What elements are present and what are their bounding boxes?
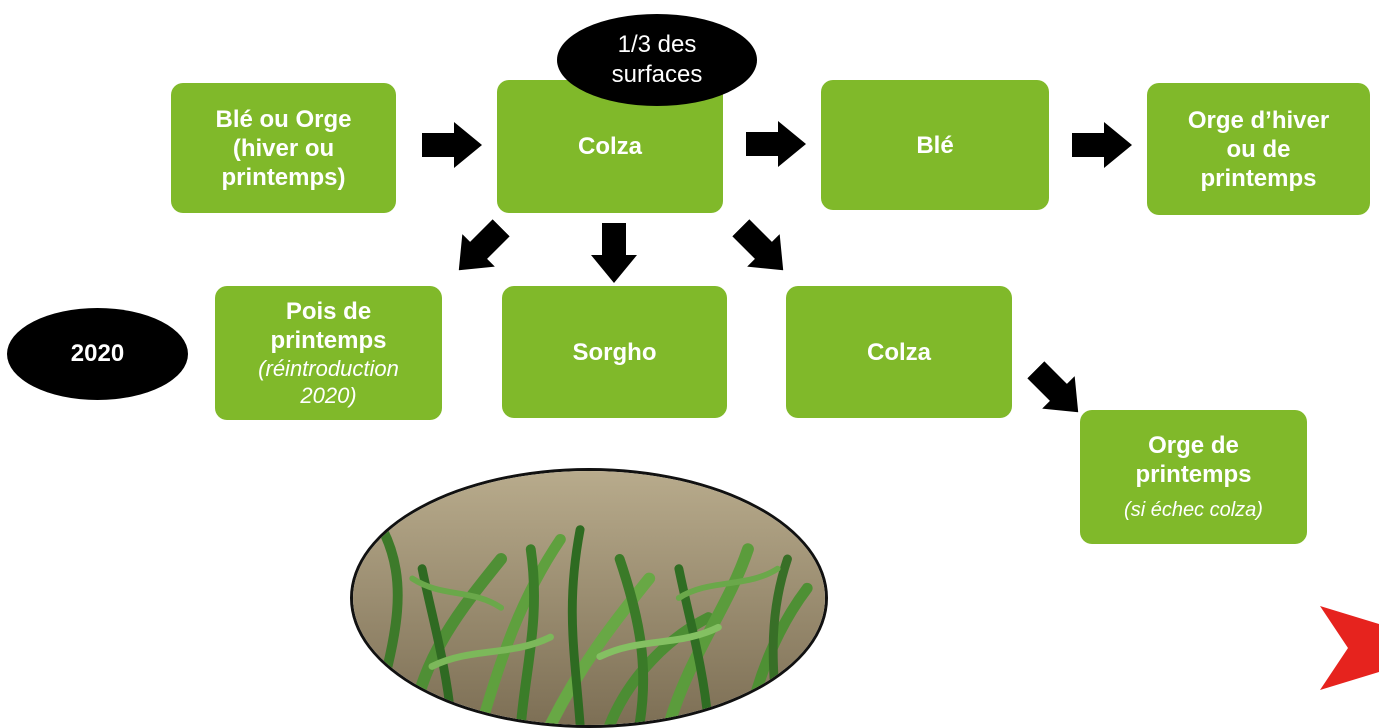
arrow-right-icon xyxy=(422,122,482,168)
ellipse-year: 2020 xyxy=(7,308,188,400)
logo-chevron-icon xyxy=(1320,606,1379,690)
box-ble-label: Blé xyxy=(916,131,954,159)
arrow-down-icon xyxy=(591,223,637,283)
box-ble-ou-orge-line2: (hiver ou xyxy=(232,134,335,162)
box-ble-ou-orge: Blé ou Orge (hiver ou printemps) xyxy=(171,83,396,213)
box-orge-hiver-line3: printemps xyxy=(1200,164,1317,192)
box-orge-de-printemps: Orge de printemps (si échec colza) xyxy=(1080,410,1307,544)
box-pois-de-printemps: Pois de printemps (réintroduction 2020) xyxy=(215,286,442,420)
ellipse-year-label: 2020 xyxy=(70,340,125,367)
crop-photo-ellipse xyxy=(350,468,828,728)
box-orge-hiver-line1: Orge d’hiver xyxy=(1187,106,1330,134)
ellipse-surfaces-line1: 1/3 des xyxy=(617,31,697,58)
box-ble: Blé xyxy=(821,80,1049,210)
box-orge-hiver-printemps: Orge d’hiver ou de printemps xyxy=(1147,83,1370,215)
box-pois-line4: 2020) xyxy=(300,383,357,408)
box-ble-ou-orge-line1: Blé ou Orge xyxy=(215,105,352,133)
box-colza-bottom-label: Colza xyxy=(866,338,931,366)
box-sorgho-label: Sorgho xyxy=(572,338,657,366)
ellipse-surfaces: 1/3 des surfaces xyxy=(557,14,757,106)
box-colza-top-label: Colza xyxy=(577,133,642,160)
arrow-down-right-icon xyxy=(1020,354,1095,429)
box-orge-printemps-line2: printemps xyxy=(1135,460,1252,488)
box-ble-ou-orge-line3: printemps) xyxy=(221,163,346,191)
arrow-down-left-icon xyxy=(443,212,518,287)
arrow-right-icon xyxy=(746,121,806,167)
arrow-right-icon xyxy=(1072,122,1132,168)
box-sorgho: Sorgho xyxy=(502,286,727,418)
box-pois-line2: printemps xyxy=(270,327,387,354)
arrow-down-right-icon xyxy=(725,212,800,287)
box-orge-hiver-line2: ou de xyxy=(1226,135,1291,163)
box-orge-printemps-line3: (si échec colza) xyxy=(1124,498,1263,521)
box-colza-bottom: Colza xyxy=(786,286,1012,418)
box-pois-line3: (réintroduction xyxy=(258,356,399,381)
box-pois-line1: Pois de xyxy=(285,298,372,325)
ellipse-surfaces-line2: surfaces xyxy=(611,61,703,88)
box-orge-printemps-line1: Orge de xyxy=(1148,431,1239,459)
crop-photo-art xyxy=(353,471,825,725)
